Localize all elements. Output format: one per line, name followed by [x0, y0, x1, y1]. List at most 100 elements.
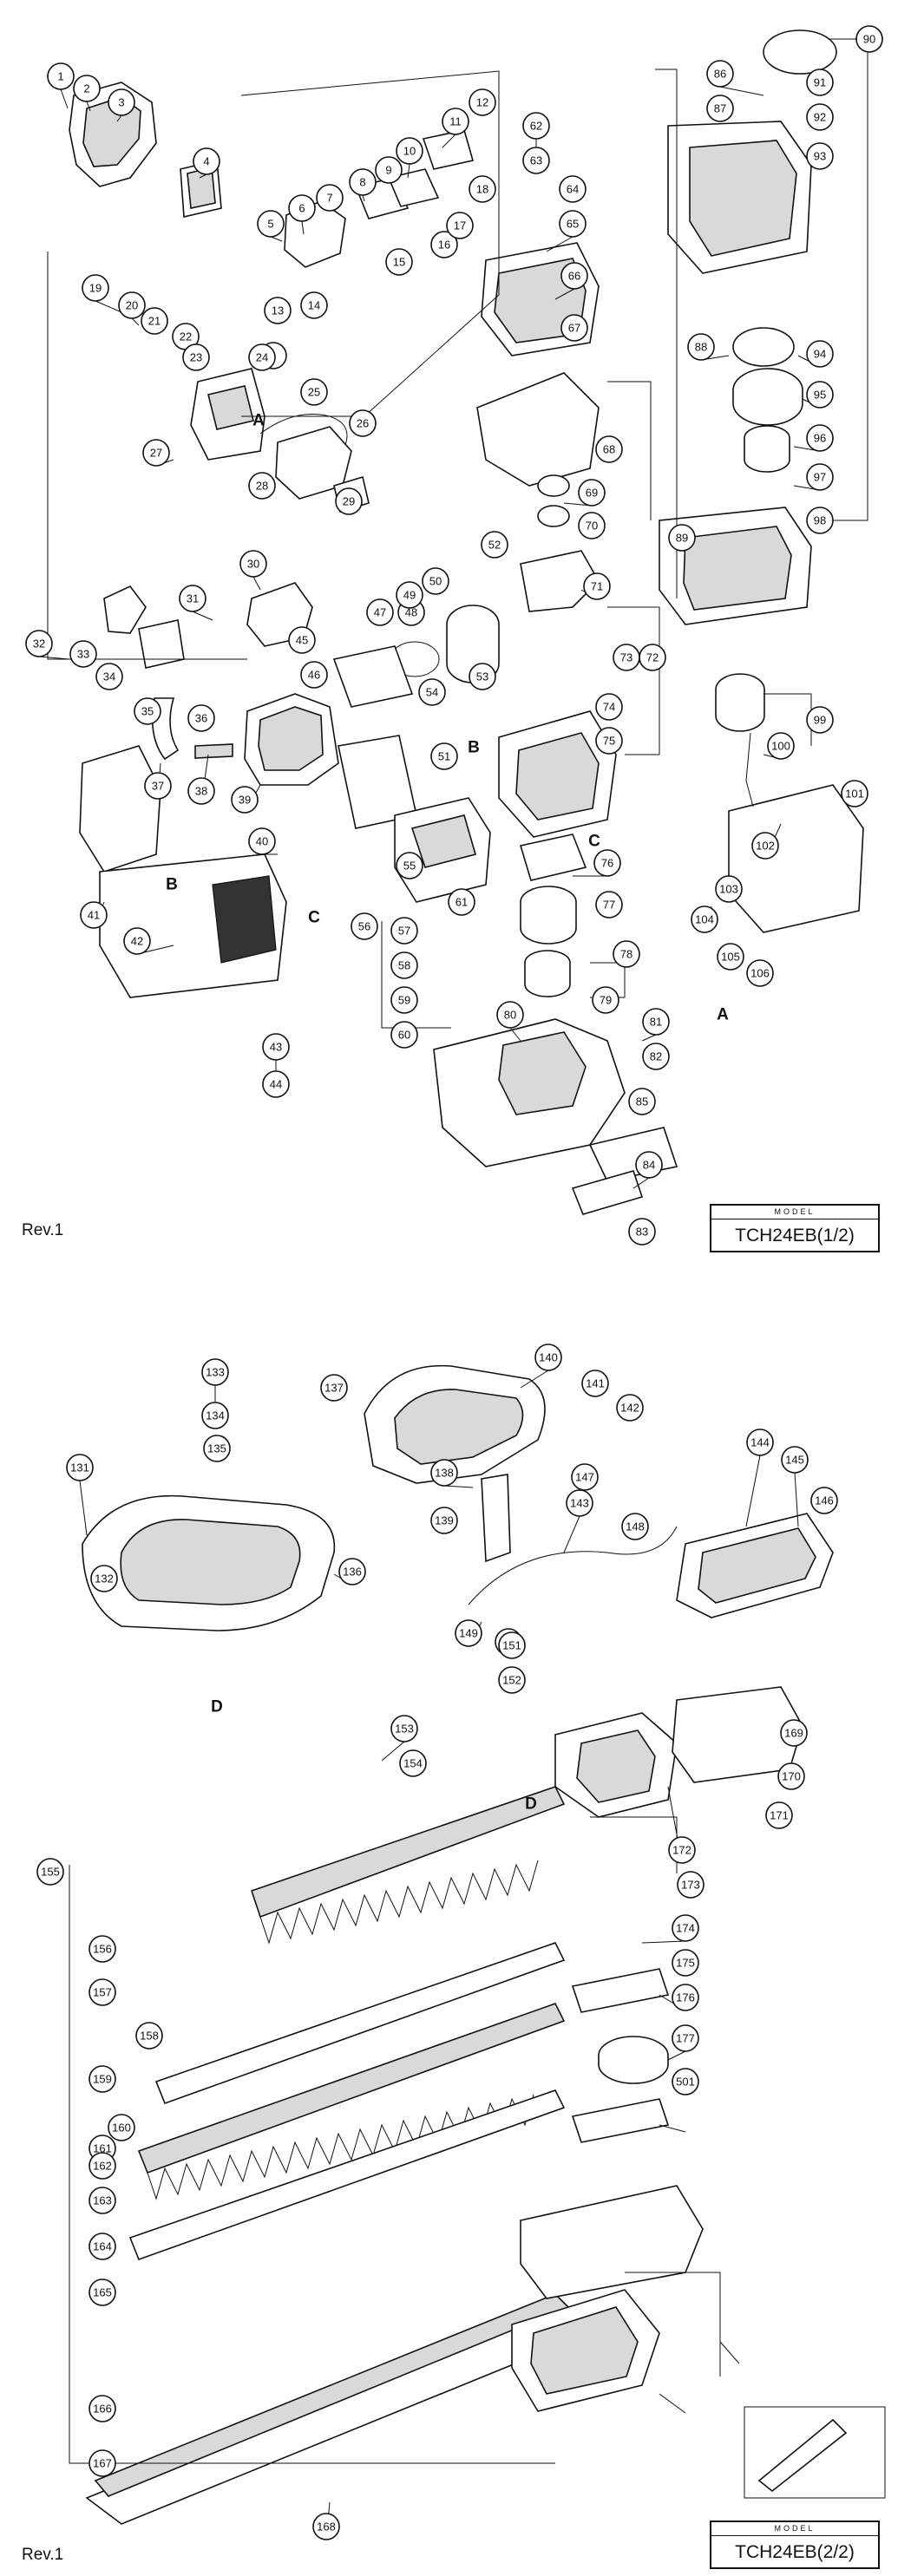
reference-letter-d-gear-case: D: [525, 1795, 537, 1814]
svg-text:26: 26: [357, 417, 369, 430]
svg-text:149: 149: [459, 1627, 478, 1640]
clutch-spring: [524, 950, 571, 997]
svg-text:45: 45: [296, 634, 308, 647]
recoil-pulley: [732, 368, 803, 426]
part-number-169: 169: [780, 1719, 808, 1747]
svg-text:151: 151: [502, 1639, 521, 1652]
svg-text:70: 70: [586, 520, 598, 533]
reference-letter-b-muffler-shield: B: [166, 876, 178, 894]
part-number-103: 103: [715, 875, 743, 903]
svg-text:143: 143: [570, 1497, 589, 1510]
part-number-131: 131: [66, 1454, 94, 1481]
svg-text:48: 48: [405, 606, 417, 619]
svg-text:162: 162: [93, 2160, 112, 2173]
svg-text:21: 21: [148, 315, 161, 328]
leader-line: [60, 88, 69, 109]
lower-gear-case-inner: [530, 2306, 639, 2395]
part-number-31: 31: [179, 585, 206, 612]
part-number-101: 101: [841, 780, 868, 807]
part-number-99: 99: [806, 706, 834, 734]
clutch-drum: [520, 886, 577, 945]
clutch: [519, 834, 587, 881]
model-caption: MODEL: [711, 2522, 878, 2536]
part-number-132: 132: [90, 1565, 118, 1592]
svg-text:102: 102: [756, 840, 775, 853]
part-number-147: 147: [571, 1463, 599, 1491]
svg-text:35: 35: [141, 705, 154, 718]
part-number-79: 79: [592, 986, 619, 1014]
bracket-group-89: [816, 38, 868, 521]
svg-text:62: 62: [530, 120, 542, 133]
svg-text:177: 177: [676, 2032, 695, 2045]
svg-text:164: 164: [93, 2240, 112, 2253]
part-number-19: 19: [82, 274, 109, 302]
part-number-53: 53: [469, 663, 496, 690]
svg-text:4: 4: [203, 155, 209, 168]
svg-text:163: 163: [93, 2194, 112, 2207]
part-number-105: 105: [717, 943, 744, 971]
part-number-60: 60: [390, 1021, 418, 1049]
svg-text:75: 75: [603, 735, 615, 748]
leader-line: [443, 1485, 474, 1488]
fuel-tank: [728, 784, 864, 933]
connecting-plate-2: [571, 2098, 670, 2143]
svg-text:100: 100: [771, 740, 790, 753]
model-caption: MODEL: [711, 1206, 878, 1219]
part-number-106: 106: [746, 959, 774, 987]
part-number-13: 13: [264, 297, 292, 324]
part-number-86: 86: [706, 60, 734, 88]
svg-text:71: 71: [591, 580, 603, 593]
leader-line: [520, 1370, 549, 1389]
gear-case-inner: [498, 1031, 587, 1115]
part-number-50: 50: [422, 567, 449, 595]
svg-text:66: 66: [568, 270, 580, 283]
leader-line: [270, 236, 283, 242]
svg-text:88: 88: [695, 341, 707, 354]
part-number-28: 28: [248, 472, 276, 500]
svg-text:158: 158: [140, 2030, 159, 2043]
part-number-16: 16: [430, 231, 458, 258]
part-number-59: 59: [390, 986, 418, 1014]
part-number-1: 1: [47, 62, 75, 90]
svg-text:153: 153: [395, 1723, 414, 1736]
svg-text:147: 147: [575, 1471, 594, 1484]
part-number-36: 36: [187, 704, 215, 732]
svg-text:501: 501: [676, 2076, 695, 2089]
bottom-blade: [128, 2089, 566, 2261]
svg-text:79: 79: [600, 994, 612, 1007]
svg-text:47: 47: [374, 606, 386, 619]
model-number: TCH24EB(2/2): [735, 2542, 855, 2562]
part-number-15: 15: [385, 248, 413, 276]
svg-text:69: 69: [586, 487, 598, 500]
svg-text:73: 73: [620, 651, 632, 664]
part-number-70: 70: [578, 512, 606, 539]
svg-text:9: 9: [385, 164, 391, 177]
svg-text:50: 50: [429, 575, 442, 588]
leader-line: [659, 2393, 686, 2414]
svg-text:10: 10: [403, 145, 416, 158]
svg-text:54: 54: [426, 686, 438, 699]
bracket-group-26: [240, 70, 500, 417]
part-number-71: 71: [583, 572, 611, 600]
part-number-65: 65: [559, 210, 587, 238]
bracket-group-168: [590, 1816, 678, 1873]
leader-line: [38, 656, 70, 660]
part-number-30: 30: [239, 550, 267, 578]
svg-text:170: 170: [782, 1770, 801, 1783]
svg-text:135: 135: [207, 1442, 226, 1455]
leader-line: [546, 236, 573, 252]
svg-text:56: 56: [358, 920, 370, 933]
leader-line: [719, 2341, 740, 2364]
throttle-cable: [468, 1526, 678, 1605]
part-number-145: 145: [781, 1446, 809, 1474]
part-number-14: 14: [300, 291, 328, 319]
svg-text:27: 27: [150, 447, 162, 460]
part-number-63: 63: [522, 147, 550, 174]
part-number-52: 52: [481, 531, 508, 559]
bearing-2: [537, 505, 570, 527]
part-number-96: 96: [806, 424, 834, 452]
part-number-3: 3: [108, 88, 135, 116]
svg-text:49: 49: [403, 589, 416, 602]
svg-text:85: 85: [636, 1095, 648, 1108]
